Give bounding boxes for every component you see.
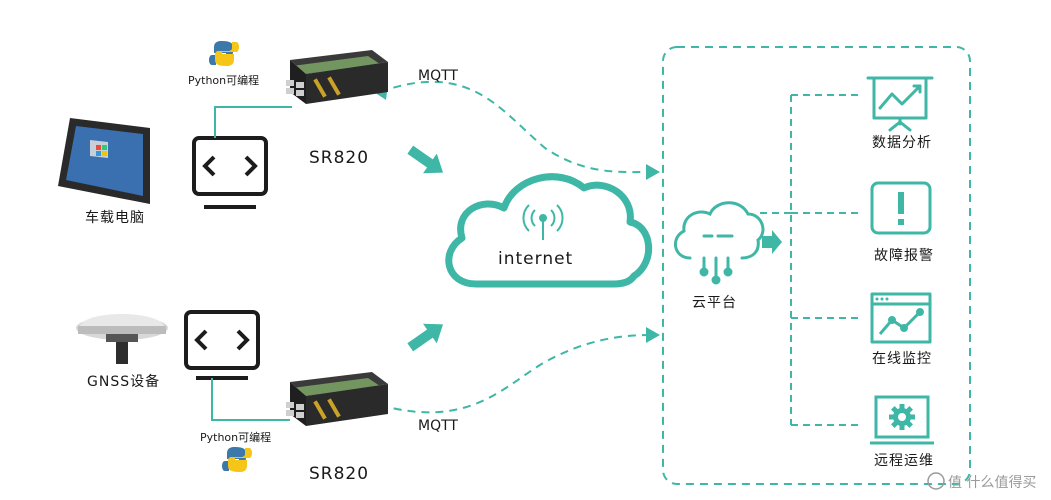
arrow-bottom-to-internet [407, 323, 444, 352]
code-icon-bottom [184, 310, 290, 421]
online-monitor-label: 在线监控 [872, 351, 932, 367]
python-logo-icon-top [209, 41, 239, 66]
mqtt-curve-top [379, 80, 651, 174]
python-logo-icon-bottom [222, 447, 252, 472]
sr820-label-top: SR820 [309, 148, 370, 168]
cloud-platform-container [662, 46, 971, 485]
service-branch-lines [760, 94, 860, 426]
remote-ops-label: 远程运维 [874, 453, 934, 469]
mqtt-curve-bottom-arrowhead-right [646, 327, 660, 343]
mqtt-label-bottom: MQTT [418, 418, 458, 434]
vehicle-pc-image [58, 118, 150, 204]
cloud-to-services-arrow [762, 230, 782, 254]
line-chart-window-icon [870, 292, 932, 344]
internet-label: internet [498, 249, 574, 269]
sr820-router-top [286, 50, 388, 104]
vehicle-pc-label: 车载电脑 [85, 210, 145, 226]
watermark-logo-icon [927, 472, 945, 490]
internet-cloud-icon [445, 173, 652, 288]
sr820-label-bottom: SR820 [309, 464, 370, 484]
fault-alarm-label: 故障报警 [874, 248, 934, 264]
mqtt-curve-top-arrowhead-right [646, 164, 660, 180]
watermark-text: 值 什么值得买 [948, 475, 1037, 491]
python-label-bottom: Python可编程 [200, 431, 272, 444]
exclamation-alert-icon [870, 181, 932, 235]
code-icon-top [192, 106, 292, 209]
presentation-chart-icon [866, 76, 934, 132]
gnss-label: GNSS设备 [87, 374, 161, 390]
mqtt-curve-bottom [379, 334, 651, 414]
arrow-top-to-internet [407, 145, 444, 174]
python-label-top: Python可编程 [188, 74, 260, 87]
antenna-icon [522, 204, 564, 240]
data-analysis-label: 数据分析 [872, 135, 932, 151]
gear-icon [870, 395, 934, 445]
sr820-router-bottom [286, 372, 388, 426]
cloud-platform-icon [674, 201, 765, 285]
mqtt-label-top: MQTT [418, 68, 458, 84]
cloud-platform-label: 云平台 [692, 295, 737, 311]
gnss-device-image [76, 314, 168, 364]
